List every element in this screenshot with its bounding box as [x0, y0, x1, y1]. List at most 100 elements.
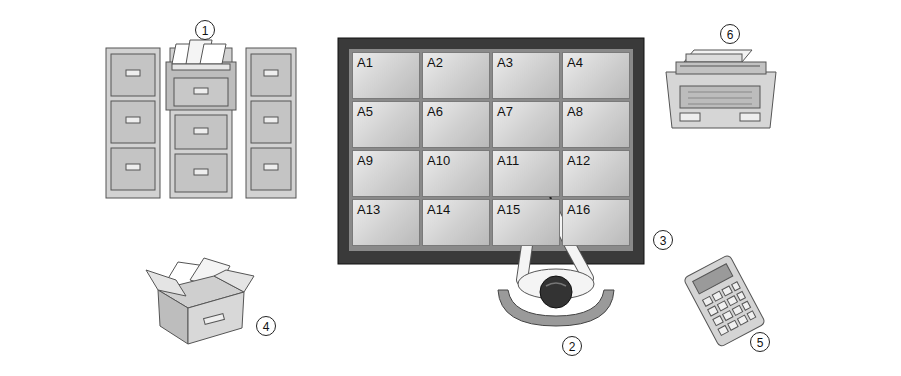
filing-cabinet-part [111, 148, 155, 190]
filing-cabinet-part [194, 88, 208, 94]
filing-cabinet-part [106, 48, 160, 198]
callout-circle: 2 [562, 336, 582, 356]
filing-cabinet-part [251, 54, 291, 96]
cell-label: A8 [563, 102, 587, 121]
calculator-part [717, 301, 727, 311]
filing-cabinet-part [194, 169, 208, 175]
callout-number: 4 [263, 320, 270, 334]
filing-cabinet-part [264, 164, 278, 170]
storage-box-part [204, 314, 225, 325]
callout-circle: 6 [720, 24, 740, 44]
cell-label: A1 [353, 53, 377, 72]
callout-number: 5 [757, 336, 764, 350]
cell-label: A15 [493, 200, 524, 219]
display-board-part [338, 38, 644, 264]
person-part [546, 283, 566, 286]
cell-label: A9 [353, 151, 377, 170]
board-cell: A11 [492, 150, 560, 197]
calculator-part [712, 291, 722, 301]
calculator-part [703, 296, 713, 306]
filing-cabinet-part [166, 62, 236, 110]
calculator-part [737, 315, 747, 325]
filing-cabinet-part [251, 101, 291, 143]
printer [666, 50, 776, 128]
storage-box-part [214, 270, 254, 292]
board-cell: A15 [492, 199, 560, 246]
printer-part [740, 113, 760, 121]
cell-label: A14 [423, 200, 454, 219]
filing-cabinet-part [200, 44, 226, 64]
filing-cabinet-part [175, 115, 227, 149]
calculator-part [718, 325, 728, 335]
printer-part [676, 62, 766, 74]
storage-box-part [146, 270, 186, 296]
calculator-part [732, 305, 742, 315]
board-cell: A2 [422, 52, 490, 99]
display-board-part [349, 49, 633, 251]
cell-label: A7 [493, 102, 517, 121]
calculator-part [747, 311, 756, 320]
filing-cabinet-part [111, 101, 155, 143]
filing-cabinet-part [126, 117, 140, 123]
callout-number: 6 [727, 28, 734, 42]
callout-number: 1 [202, 24, 209, 38]
callout-circle: 1 [195, 20, 215, 40]
filing-cabinet-part [170, 48, 232, 198]
filing-cabinet-part [264, 117, 278, 123]
board-cell: A16 [562, 199, 630, 246]
filing-cabinet-part [174, 78, 228, 106]
printer-part [688, 104, 752, 105]
cell-label: A6 [423, 102, 447, 121]
cell-label: A3 [493, 53, 517, 72]
calculator-part [742, 301, 751, 310]
cell-label: A12 [563, 151, 594, 170]
calculator-part [708, 306, 718, 316]
filing-cabinet-part [194, 128, 208, 134]
cell-label: A13 [353, 200, 384, 219]
printer-part [688, 98, 752, 99]
board-cell: A7 [492, 101, 560, 148]
printer-part [680, 113, 700, 121]
callout-number: 3 [660, 234, 667, 248]
printer-part [686, 54, 742, 62]
display-board [338, 38, 644, 264]
board-cell: A9 [352, 150, 420, 197]
storage-box-part [158, 290, 188, 344]
printer-part [680, 86, 760, 108]
calculator-part [727, 296, 737, 306]
board-cell: A13 [352, 199, 420, 246]
cell-label: A16 [563, 200, 594, 219]
printer-part [688, 92, 752, 93]
board-cell: A6 [422, 101, 490, 148]
board-cell: A1 [352, 52, 420, 99]
board-cell: A10 [422, 150, 490, 197]
board-cell: A3 [492, 52, 560, 99]
filing-cabinet-part [251, 148, 291, 190]
filing-cabinet-part [264, 70, 278, 76]
callout-circle: 3 [653, 230, 673, 250]
printer-part [684, 50, 752, 62]
filing-cabinet-part [172, 64, 230, 70]
calculator-part [713, 316, 723, 326]
storage-box [146, 258, 254, 344]
callout-number: 2 [569, 340, 576, 354]
storage-box-part [188, 292, 244, 344]
board-cell: A5 [352, 101, 420, 148]
filing-cabinet-part [246, 48, 296, 198]
calculator-part [722, 286, 732, 296]
callout-circle: 5 [750, 332, 770, 352]
callout-circle: 4 [256, 316, 276, 336]
calculator-part [737, 291, 746, 300]
calculator-part [723, 311, 733, 321]
person-part [540, 276, 572, 308]
board-cell: A14 [422, 199, 490, 246]
calculator-part [703, 282, 756, 336]
calculator-part [732, 282, 741, 291]
filing-cabinet-part [175, 154, 227, 192]
cell-label: A11 [493, 151, 523, 170]
cell-label: A10 [423, 151, 454, 170]
filing-cabinet-part [126, 70, 140, 76]
cell-label: A4 [563, 53, 587, 72]
printer-part [680, 66, 760, 67]
filing-cabinet-part [126, 164, 140, 170]
